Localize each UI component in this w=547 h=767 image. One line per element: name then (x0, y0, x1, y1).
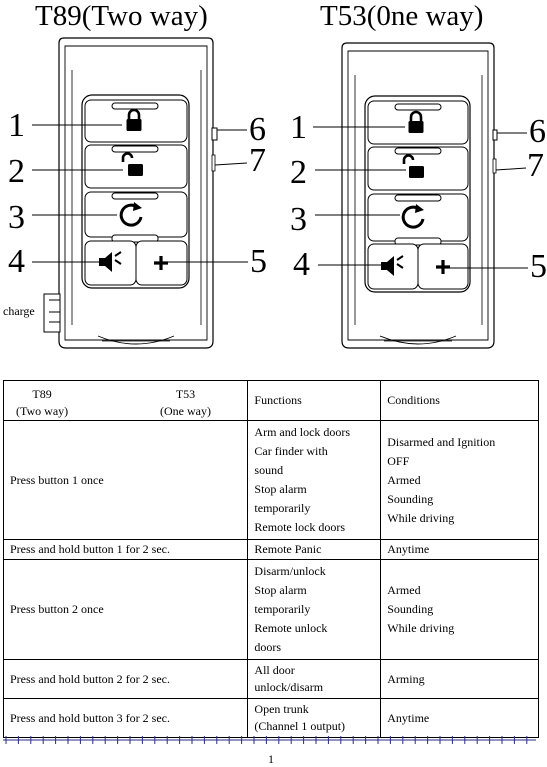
table-row: Press and hold button 1 for 2 sec. Remot… (2, 539, 539, 560)
t89-callout-numbers: 1 2 3 4 5 6 7 (8, 107, 267, 280)
row-conditions: Armed Sounding While driving (380, 559, 539, 660)
function-line: temporarily (254, 501, 311, 515)
charge-label: charge (3, 304, 35, 318)
callout-6: 6 (529, 113, 546, 150)
t53-callout-numbers: 1 2 3 4 5 6 7 (290, 109, 547, 285)
callout-4: 4 (293, 246, 310, 283)
table-row: Press button 1 once Arm and lock doors C… (2, 420, 539, 540)
function-line: (Channel 1 output) (254, 719, 346, 733)
function-line: temporarily (254, 602, 311, 616)
t53-remote (313, 42, 528, 349)
condition-line: While driving (387, 621, 455, 635)
function-line: Stop alarm (254, 583, 307, 597)
condition-line: While driving (387, 510, 455, 525)
function-line: unlock/disarm (254, 680, 324, 694)
condition-line: Sounding (387, 602, 434, 616)
remote-diagrams: 1 2 3 4 5 6 7 1 2 3 4 5 (8, 37, 547, 349)
callout-4: 4 (8, 243, 25, 280)
table-row: Press and hold button 3 for 2 sec. Open … (2, 698, 539, 738)
t53-title: T53(0ne way) (320, 0, 484, 32)
row-action: Press and hold button 2 for 2 sec. (2, 659, 249, 699)
callout-3: 3 (290, 201, 307, 238)
callout-2: 2 (290, 154, 307, 191)
callout-2: 2 (8, 153, 25, 190)
row-action: Press and hold button 3 for 2 sec. (2, 698, 249, 738)
condition-line: Armed (387, 583, 421, 597)
callout-5: 5 (250, 243, 267, 280)
callout-1: 1 (8, 107, 25, 144)
header-models: T89 (Two way) T53 (One way) (2, 380, 249, 421)
function-line: Disarm/unlock (254, 564, 326, 578)
callout-5: 5 (530, 248, 547, 285)
page-number: 1 (268, 752, 274, 766)
header-functions: Functions (247, 380, 382, 421)
row-conditions: Anytime (380, 539, 539, 560)
condition-line: Armed (387, 472, 421, 487)
callout-7: 7 (249, 142, 266, 179)
condition-line: OFF (387, 453, 410, 468)
function-line: All door (254, 663, 295, 677)
condition-line: Disarmed and Ignition (387, 434, 496, 449)
row-functions: Arm and lock doors Car finder with sound… (247, 420, 382, 540)
callout-6: 6 (249, 111, 266, 148)
condition-line: Anytime (387, 710, 430, 725)
row-action: Press button 2 once (2, 559, 249, 660)
table-header-row: T89 (Two way) T53 (One way) Functions Cond… (2, 380, 539, 421)
row-conditions: Disarmed and Ignition OFF Armed Sounding… (380, 420, 539, 540)
function-line: Arm and lock doors (254, 425, 351, 439)
row-conditions: Arming (380, 659, 539, 699)
function-line: Open trunk (254, 702, 309, 716)
function-line: Car finder with (254, 444, 328, 458)
function-line: sound (254, 463, 284, 477)
table-row: Press button 2 once Disarm/unlock Stop a… (2, 559, 539, 660)
condition-line: Anytime (387, 542, 430, 556)
header-t89-sub: (Two way) (16, 403, 69, 418)
table-row: Press and hold button 2 for 2 sec. All d… (2, 659, 539, 699)
condition-line: Sounding (387, 491, 434, 506)
function-line: Stop alarm (254, 482, 307, 496)
function-line: Remote unlock (254, 621, 328, 635)
header-t53-sub: (One way) (160, 403, 211, 418)
row-functions: All door unlock/disarm (247, 659, 382, 699)
callout-7: 7 (527, 147, 544, 184)
condition-line: Arming (387, 671, 425, 686)
row-action: Press button 1 once (2, 420, 249, 540)
function-table: T89 (Two way) T53 (One way) Functions Cond… (2, 380, 539, 738)
callout-3: 3 (8, 199, 25, 236)
function-line: Remote lock doors (254, 520, 346, 534)
header-conditions: Conditions (380, 380, 539, 421)
row-functions: Remote Panic (247, 539, 382, 560)
t89-title: T89(Two way) (35, 0, 208, 32)
header-t53: T53 (175, 386, 196, 401)
row-conditions: Anytime (380, 698, 539, 738)
page-ruler (3, 736, 536, 744)
function-line: Remote Panic (254, 542, 322, 556)
row-action: Press and hold button 1 for 2 sec. (2, 539, 249, 560)
t89-remote (32, 37, 248, 349)
row-functions: Disarm/unlock Stop alarm temporarily Rem… (247, 559, 382, 660)
function-line: doors (254, 640, 282, 654)
callout-1: 1 (290, 109, 307, 146)
header-t89: T89 (32, 386, 52, 401)
row-functions: Open trunk (Channel 1 output) (247, 698, 382, 738)
